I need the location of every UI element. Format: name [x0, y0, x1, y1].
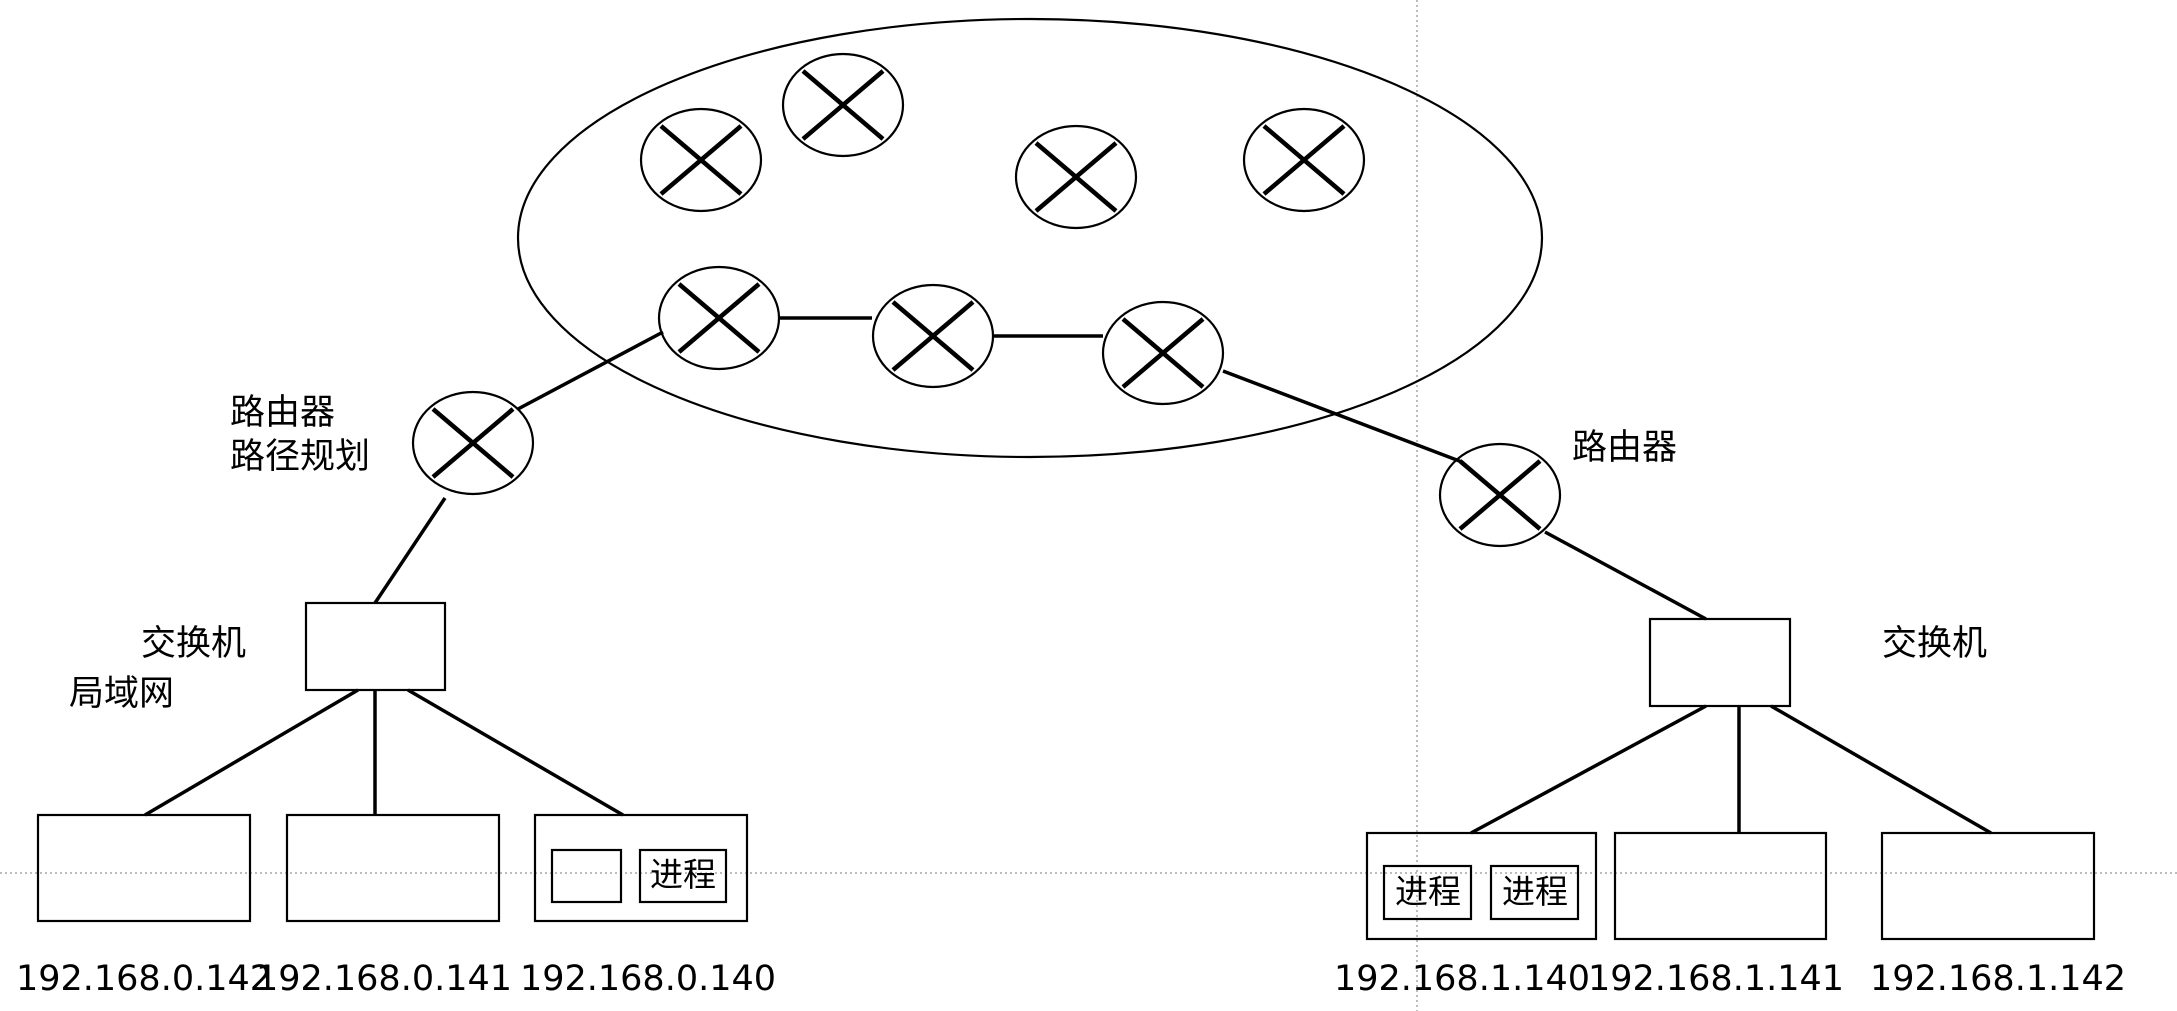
host-ip-label: 192.168.0.141	[256, 959, 512, 999]
host-ip-label: 192.168.1.140	[1334, 959, 1590, 999]
router-icon	[1101, 300, 1225, 406]
process-box	[1382, 864, 1473, 921]
link-left-switch-host-3	[407, 688, 624, 817]
left-switch-label: 交换机	[141, 624, 246, 664]
link-right-switch-host-3	[1770, 704, 1992, 835]
process-box-empty	[550, 848, 623, 904]
host-ip-label: 192.168.1.142	[1870, 959, 2126, 999]
link-right-router-to-switch	[1544, 530, 1707, 621]
router-icon	[1242, 107, 1366, 213]
host-box-192-168-0-140	[533, 813, 749, 923]
right-switch-box	[1648, 617, 1792, 708]
host-ip-label: 192.168.0.142	[16, 959, 272, 999]
left-router-label: 路由器	[230, 393, 335, 433]
internet-cloud	[516, 17, 1544, 459]
right-router-icon	[1438, 442, 1562, 548]
process-label: 进程	[650, 855, 716, 894]
process-label: 进程	[1395, 872, 1461, 911]
host-box-192-168-1-141	[1613, 831, 1828, 941]
right-switch-label: 交换机	[1882, 624, 1987, 664]
link-cloud-to-left-router	[517, 330, 664, 411]
left-switch-box	[304, 601, 447, 692]
link-left-switch-host-1	[144, 688, 359, 817]
router-icon	[657, 265, 781, 371]
host-box-192-168-1-142	[1880, 831, 2096, 941]
router-icon	[1014, 124, 1138, 230]
router-icon	[871, 283, 995, 389]
router-icon	[781, 52, 905, 158]
process-box	[638, 848, 728, 904]
right-router-label: 路由器	[1572, 428, 1677, 468]
network-links	[144, 316, 1992, 835]
left-router-role-label: 路径规划	[230, 437, 370, 477]
host-ip-label: 192.168.0.140	[520, 959, 776, 999]
host-box-192-168-1-140	[1365, 831, 1598, 941]
link-right-switch-host-1	[1470, 704, 1707, 835]
host-box-192-168-0-142	[36, 813, 252, 923]
process-box	[1489, 864, 1580, 921]
process-label: 进程	[1502, 872, 1568, 911]
left-router-icon	[411, 390, 535, 496]
host-ip-label: 192.168.1.141	[1588, 959, 1844, 999]
link-cloud-to-right-router	[1222, 369, 1463, 464]
link-left-router-to-switch	[373, 497, 447, 604]
router-icon	[639, 107, 763, 213]
host-box-192-168-0-141	[285, 813, 501, 923]
lan-label: 局域网	[69, 674, 174, 714]
